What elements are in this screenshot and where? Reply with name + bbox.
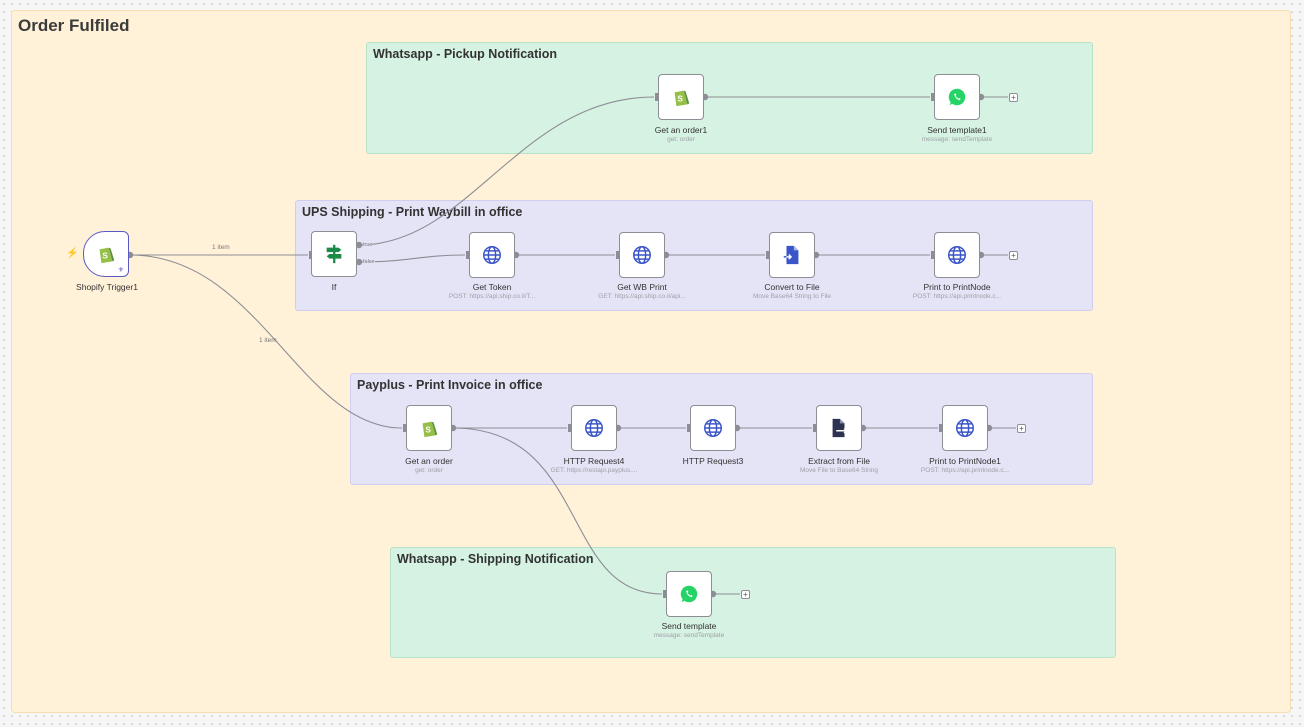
node-label: Extract from File: [808, 456, 870, 466]
edge-label-trigger-if: 1 item: [212, 244, 230, 251]
edge-trigger-get-order: [129, 254, 403, 429]
node-subtitle: get: order: [667, 136, 695, 143]
whatsapp-icon: [680, 585, 698, 603]
group-ups-title: UPS Shipping - Print Waybill in office: [302, 205, 523, 219]
edge-if-true-get-order1: [358, 96, 655, 246]
globe-icon: [585, 419, 603, 437]
node-send-template[interactable]: [666, 571, 712, 617]
node-subtitle: GET: https://restapi.payplus....: [550, 467, 638, 474]
node-subtitle: Move File to Base64 String: [799, 467, 879, 474]
node-subtitle: message: sendTemplate: [921, 136, 993, 143]
node-subtitle: Move Base64 String to File: [752, 293, 832, 300]
globe-icon: [704, 419, 722, 437]
globe-icon: [956, 419, 974, 437]
file-extract-icon: [832, 418, 848, 438]
node-label: Shopify Trigger1: [76, 282, 138, 292]
group-shipping-notification[interactable]: [390, 547, 1116, 658]
edge-get-order-send-template: [452, 427, 663, 595]
node-get-wb-print[interactable]: [619, 232, 665, 278]
node-send-template1[interactable]: [934, 74, 980, 120]
node-convert-to-file[interactable]: [769, 232, 815, 278]
node-label: Get an order: [405, 456, 453, 466]
node-subtitle: POST: https://api.printnode.c...: [920, 467, 1010, 474]
shopify-icon: S: [422, 421, 438, 438]
group-shipping-title: Whatsapp - Shipping Notification: [397, 552, 594, 566]
node-get-an-order1[interactable]: S: [658, 74, 704, 120]
node-subtitle: POST: https://api.ship.co.il/T...: [448, 293, 536, 300]
node-label: Print to PrintNode1: [929, 456, 1001, 466]
node-label: Convert to File: [764, 282, 820, 292]
node-shopify-trigger[interactable]: S ⚜: [83, 231, 129, 277]
node-extract-from-file[interactable]: [816, 405, 862, 451]
workflow-title: Order Fulfiled: [18, 16, 130, 35]
if-false-label: false: [363, 259, 375, 265]
node-label: Send template1: [927, 125, 987, 135]
svg-text:S: S: [102, 252, 108, 261]
node-print-to-printnode1[interactable]: [942, 405, 988, 451]
node-get-an-order[interactable]: S: [406, 405, 452, 451]
node-subtitle: GET: https://api.ship.co.il/api...: [598, 293, 686, 300]
shopify-icon: S: [99, 247, 115, 264]
node-label: If: [331, 282, 337, 292]
group-pickup-title: Whatsapp - Pickup Notification: [373, 47, 558, 61]
node-label: HTTP Request4: [563, 456, 625, 466]
node-label: Get an order1: [654, 125, 708, 135]
node-http-request3[interactable]: [690, 405, 736, 451]
node-subtitle: message: sendTemplate: [653, 632, 725, 639]
node-label: Get Token: [472, 282, 512, 292]
node-label: Print to PrintNode: [923, 282, 991, 292]
trigger-flask-icon: ⚜: [117, 267, 124, 274]
add-node-button[interactable]: +: [741, 590, 750, 599]
globe-icon: [633, 246, 651, 264]
whatsapp-icon: [948, 88, 966, 106]
add-node-button[interactable]: +: [1009, 251, 1018, 260]
node-subtitle: POST: https://api.printnode.c...: [912, 293, 1002, 300]
if-true-label: true: [363, 242, 373, 248]
signpost-icon: [326, 244, 342, 264]
svg-text:S: S: [677, 95, 683, 104]
node-http-request4[interactable]: [571, 405, 617, 451]
edge-label-trigger-get-order: 1 item: [259, 337, 277, 344]
globe-icon: [483, 246, 501, 264]
globe-icon: [948, 246, 966, 264]
add-node-button[interactable]: +: [1017, 424, 1026, 433]
node-get-token[interactable]: [469, 232, 515, 278]
file-convert-icon: [783, 245, 799, 265]
node-label: HTTP Request3: [682, 456, 744, 466]
node-label: Send template: [661, 621, 717, 631]
group-payplus-title: Payplus - Print Invoice in office: [357, 378, 543, 392]
add-node-button[interactable]: +: [1009, 93, 1018, 102]
shopify-icon: S: [674, 90, 690, 107]
node-label: Get WB Print: [617, 282, 667, 292]
node-if[interactable]: [311, 231, 357, 277]
edge-if-false-get-token: [358, 254, 466, 263]
svg-text:S: S: [425, 426, 431, 435]
node-print-to-printnode[interactable]: [934, 232, 980, 278]
node-subtitle: get: order: [415, 467, 443, 474]
trigger-bolt-icon: ⚡: [66, 248, 79, 259]
